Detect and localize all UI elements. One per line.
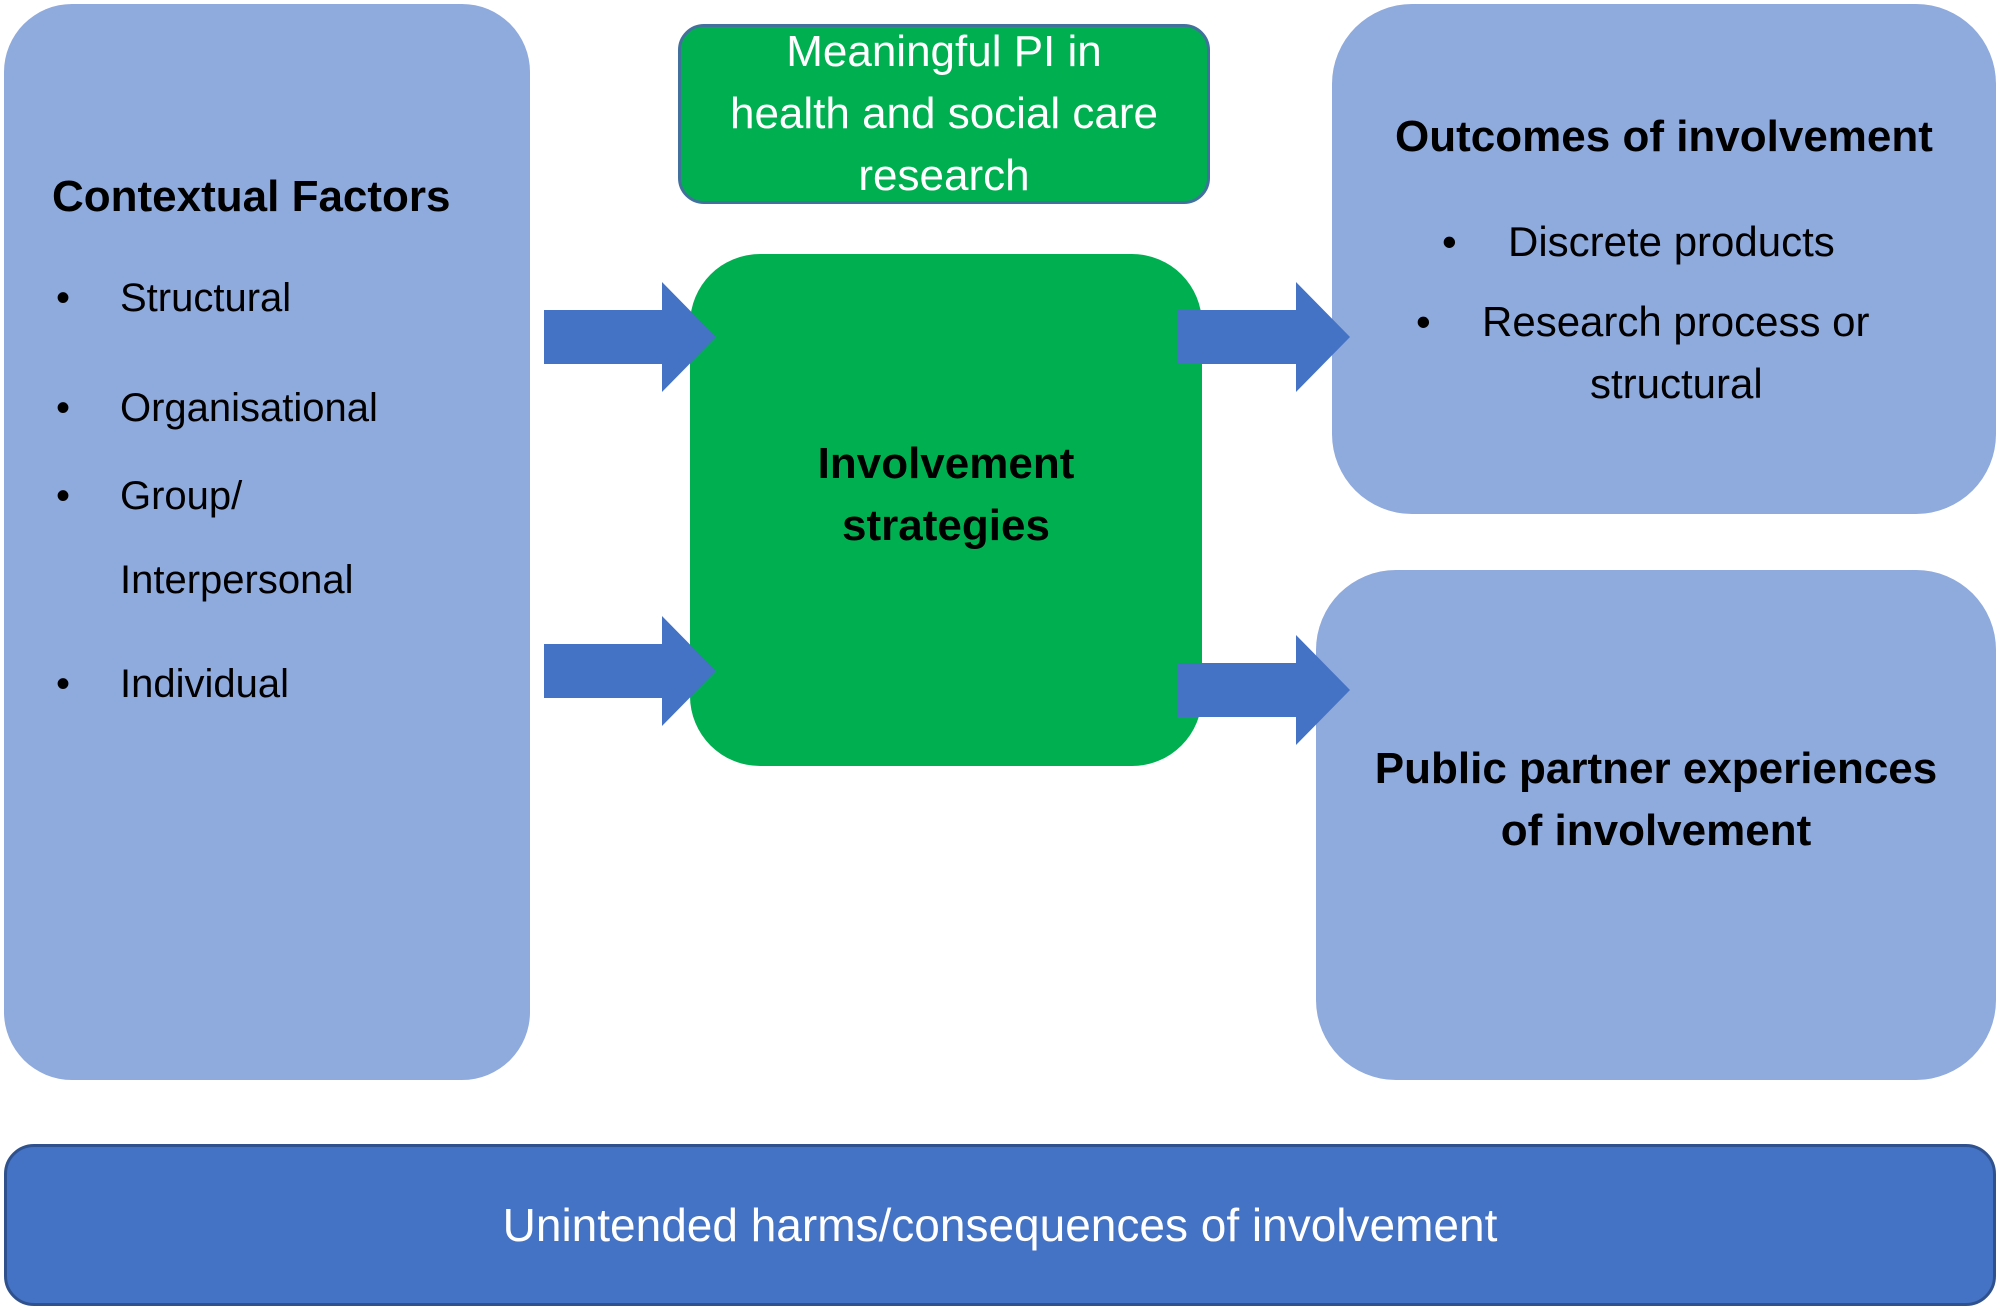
outcomes-box: Outcomes of involvement • Discrete produ… xyxy=(1332,4,1996,514)
strategies-line-1: Involvement xyxy=(817,439,1075,488)
arrow-strategies-to-outcomes xyxy=(1178,282,1350,392)
outcome-item-research-process: Research process or xyxy=(1482,298,1870,345)
outcome-item-structural: structural xyxy=(1590,360,1763,407)
pi-line-3: research xyxy=(858,151,1030,200)
contextual-factors-title: Contextual Factors xyxy=(52,172,451,221)
bullet: • xyxy=(56,276,71,320)
public-partner-experiences-label: Public partner experiences of involvemen… xyxy=(1356,738,1956,1080)
involvement-strategies-box: Involvement strategies xyxy=(690,254,1202,766)
bullet: • xyxy=(56,386,71,430)
context-item-group: Group/ xyxy=(120,474,243,518)
meaningful-pi-label: Meaningful PI in health and social care … xyxy=(730,21,1158,207)
outcomes-title: Outcomes of involvement xyxy=(1395,112,1933,161)
unintended-harms-bar: Unintended harms/consequences of involve… xyxy=(4,1144,1996,1306)
experiences-line-2: of involvement xyxy=(1500,806,1812,855)
context-item-interpersonal: Interpersonal xyxy=(120,558,354,602)
outcome-item-discrete-products: Discrete products xyxy=(1508,218,1835,265)
pi-line-1: Meaningful PI in xyxy=(786,27,1102,76)
pi-line-2: health and social care xyxy=(729,89,1159,138)
meaningful-pi-box: Meaningful PI in health and social care … xyxy=(678,24,1210,204)
experiences-line-1: Public partner experiences xyxy=(1374,744,1938,793)
context-item-organisational: Organisational xyxy=(120,386,378,430)
context-item-structural: Structural xyxy=(120,276,292,320)
strategies-line-2: strategies xyxy=(842,501,1050,550)
bullet: • xyxy=(1442,218,1457,265)
bullet: • xyxy=(1416,298,1431,345)
involvement-strategies-label: Involvement strategies xyxy=(776,433,1116,557)
contextual-factors-box: Contextual Factors • Structural • Organi… xyxy=(4,4,530,1080)
unintended-harms-label: Unintended harms/consequences of involve… xyxy=(502,1199,1498,1251)
context-item-individual: Individual xyxy=(120,662,290,706)
public-partner-experiences-box: Public partner experiences of involvemen… xyxy=(1316,570,1996,1080)
bullet: • xyxy=(56,662,71,706)
bullet: • xyxy=(56,474,71,518)
